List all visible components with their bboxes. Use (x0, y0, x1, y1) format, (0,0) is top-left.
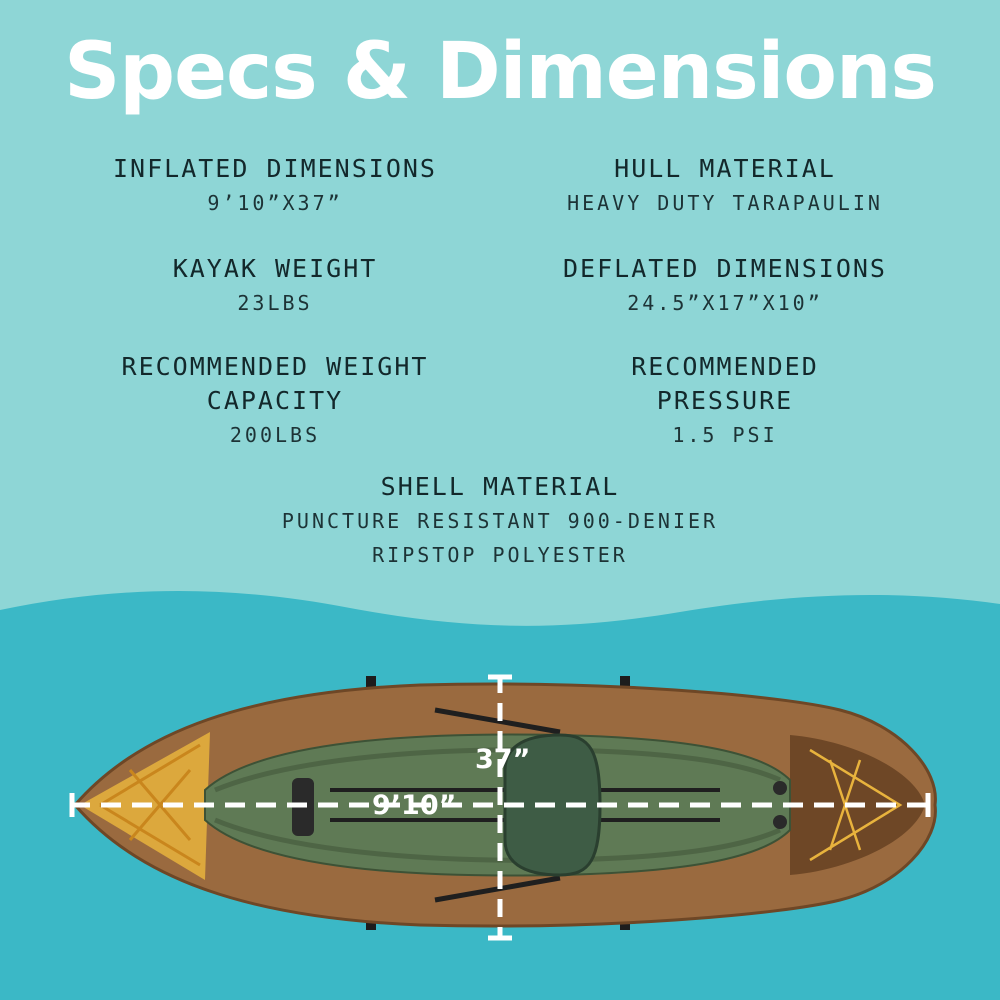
spec-label: RECOMMENDED WEIGHT CAPACITY (121, 352, 429, 415)
spec-label: SHELL MATERIAL (380, 472, 620, 501)
spec-inflated-dimensions: INFLATED DIMENSIONS 9’10”X37” (45, 152, 505, 220)
spec-deflated-dimensions: DEFLATED DIMENSIONS 24.5”X17”X10” (495, 252, 955, 320)
spec-label: INFLATED DIMENSIONS (113, 154, 437, 183)
width-dimension-label: 37” (475, 744, 531, 775)
spec-value: 23LBS (237, 291, 313, 315)
spec-weight-capacity: RECOMMENDED WEIGHT CAPACITY 200LBS (45, 350, 505, 452)
spec-label: KAYAK WEIGHT (172, 254, 378, 283)
spec-value: PUNCTURE RESISTANT 900-DENIER RIPSTOP PO… (281, 509, 719, 567)
spec-kayak-weight: KAYAK WEIGHT 23LBS (45, 252, 505, 320)
kayak-valve (773, 781, 787, 795)
spec-shell-material: SHELL MATERIAL PUNCTURE RESISTANT 900-DE… (200, 470, 800, 572)
spec-value: HEAVY DUTY TARAPAULIN (567, 191, 883, 215)
spec-value: 1.5 PSI (672, 423, 778, 447)
kayak-handle (366, 676, 376, 690)
page-title: Specs & Dimensions (64, 27, 937, 117)
spec-label: DEFLATED DIMENSIONS (563, 254, 887, 283)
spec-value: 200LBS (229, 423, 321, 447)
kayak-handle (620, 676, 630, 690)
spec-recommended-pressure: RECOMMENDED PRESSURE 1.5 PSI (495, 350, 955, 452)
kayak-illustration (69, 674, 937, 941)
kayak-valve (773, 815, 787, 829)
spec-label: RECOMMENDED PRESSURE (631, 352, 819, 415)
length-dimension-label: 9’10” (372, 790, 457, 821)
spec-value: 9’10”X37” (207, 191, 343, 215)
spec-label: HULL MATERIAL (614, 154, 836, 183)
kayak-bow-lacing (99, 743, 201, 867)
spec-hull-material: HULL MATERIAL HEAVY DUTY TARAPAULIN (495, 152, 955, 220)
spec-value: 24.5”X17”X10” (627, 291, 823, 315)
